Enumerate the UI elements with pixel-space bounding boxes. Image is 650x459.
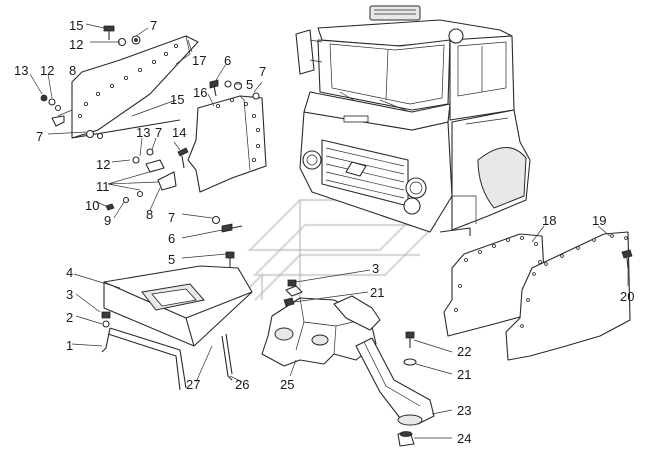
callout-7: 7 bbox=[155, 125, 163, 140]
part-25-air-intake-housing bbox=[261, 285, 381, 367]
callout-3: 3 bbox=[372, 261, 380, 276]
callout-7: 7 bbox=[36, 129, 44, 144]
callout-12: 12 bbox=[69, 37, 84, 52]
callout-27: 27 bbox=[186, 377, 201, 392]
callout-22: 22 bbox=[457, 344, 472, 359]
callout-4: 4 bbox=[66, 265, 74, 280]
callout-20: 20 bbox=[620, 289, 635, 304]
callout-16: 16 bbox=[193, 85, 208, 100]
part-23-intake-pipe bbox=[283, 279, 435, 447]
part-17-mud-flap-strip bbox=[71, 35, 199, 139]
callout-15: 15 bbox=[69, 18, 84, 33]
callout-2: 2 bbox=[66, 310, 74, 325]
callout-7: 7 bbox=[168, 210, 176, 225]
callout-23: 23 bbox=[457, 403, 472, 418]
part-4-battery-cover bbox=[101, 265, 253, 391]
callout-15: 15 bbox=[170, 92, 185, 107]
callout-1: 1 bbox=[66, 338, 74, 353]
callout-21: 21 bbox=[370, 285, 385, 300]
part-19-mud-flap bbox=[505, 231, 633, 361]
callout-12: 12 bbox=[96, 157, 111, 172]
truck-cab bbox=[295, 5, 531, 236]
callout-7: 7 bbox=[150, 18, 158, 33]
part-16-fender-panel bbox=[187, 95, 267, 193]
callout-11: 11 bbox=[96, 179, 110, 194]
callout-14: 14 bbox=[172, 125, 187, 140]
callout-12: 12 bbox=[40, 63, 55, 78]
callout-13: 13 bbox=[136, 125, 151, 140]
callout-9: 9 bbox=[104, 213, 112, 228]
callout-8: 8 bbox=[146, 207, 154, 222]
callout-6: 6 bbox=[168, 231, 176, 246]
callout-5: 5 bbox=[168, 252, 176, 267]
callout-24: 24 bbox=[457, 431, 472, 446]
callout-10: 10 bbox=[85, 198, 100, 213]
callout-26: 26 bbox=[235, 377, 250, 392]
callout-6: 6 bbox=[224, 53, 232, 68]
callout-5: 5 bbox=[246, 77, 254, 92]
callout-21: 21 bbox=[457, 367, 472, 382]
callout-17: 17 bbox=[192, 53, 207, 68]
callout-3: 3 bbox=[66, 287, 74, 302]
callout-19: 19 bbox=[592, 213, 607, 228]
callout-25: 25 bbox=[280, 377, 295, 392]
callout-18: 18 bbox=[542, 213, 557, 228]
callout-7: 7 bbox=[259, 64, 267, 79]
leader-lines bbox=[29, 23, 629, 439]
callout-8: 8 bbox=[69, 63, 77, 78]
callout-13: 13 bbox=[14, 63, 29, 78]
top-left-hardware bbox=[40, 25, 141, 140]
mid-hardware bbox=[105, 79, 260, 268]
